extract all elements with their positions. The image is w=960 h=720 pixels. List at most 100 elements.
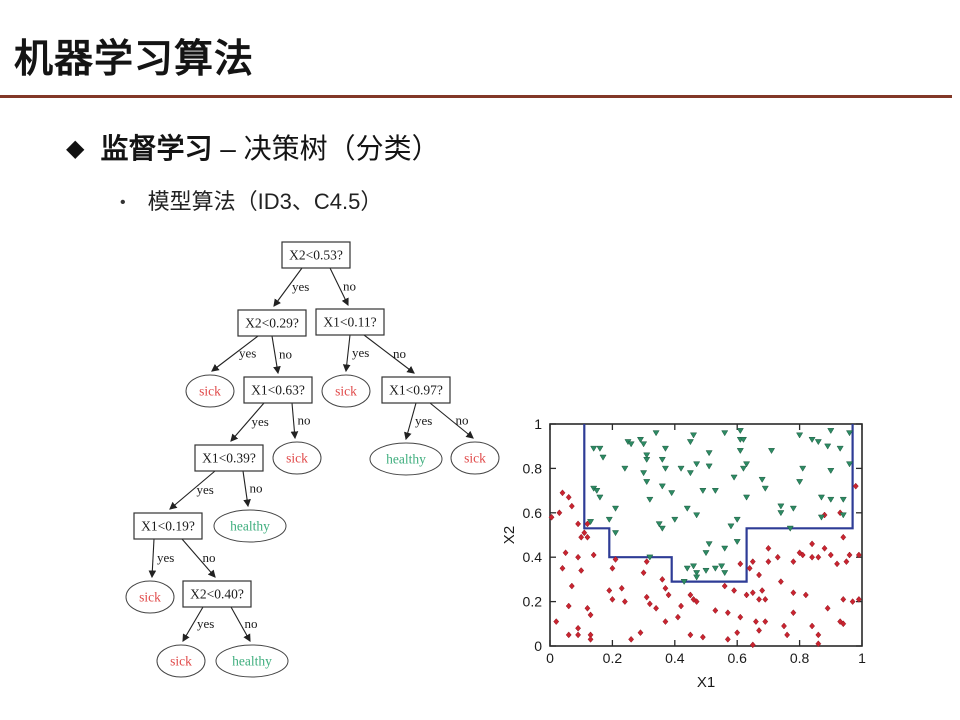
tree-edge [329, 267, 349, 307]
tree-leaf-node [215, 644, 289, 678]
scatter-point-healthy [596, 445, 604, 452]
tree-node-label: X2<0.40? [190, 587, 244, 602]
y-tick-label: 0.8 [523, 460, 543, 476]
scatter-point-sick [565, 631, 572, 639]
tree-edge [169, 470, 216, 510]
scatter-point-sick [815, 640, 822, 648]
scatter-point-sick [756, 627, 762, 634]
scatter-point-sick [565, 602, 572, 610]
scatter-point-sick [724, 635, 731, 643]
tree-edge [342, 334, 351, 373]
scatter-point-sick [796, 549, 803, 557]
tree-leaf-node [125, 580, 175, 614]
scatter-point-healthy [658, 525, 666, 532]
scatter-point-sick [578, 533, 585, 541]
scatter-point-healthy [661, 465, 669, 472]
scatter-point-healthy [739, 465, 747, 472]
tree-leaf-label: healthy [232, 654, 272, 669]
scatter-point-healthy [587, 519, 595, 526]
tree-edge [271, 335, 281, 375]
scatter-point-healthy [721, 430, 729, 437]
tree-decision-node [133, 512, 203, 540]
scatter-point-sick [843, 558, 850, 566]
scatter-point-sick [687, 591, 694, 599]
scatter-point-sick [834, 560, 840, 568]
scatter-point-healthy [693, 574, 701, 581]
scatter-point-sick [712, 607, 719, 614]
scatter-point-healthy [743, 494, 751, 501]
scatter-point-healthy [705, 463, 713, 470]
scatter-point-healthy [590, 445, 598, 452]
scatter-point-sick [752, 618, 759, 625]
scatter-point-sick [737, 560, 744, 568]
scatter-point-sick [618, 584, 625, 592]
scatter-point-healthy [824, 443, 832, 450]
scatter-point-sick [575, 553, 582, 561]
scatter-point-sick [584, 604, 591, 612]
scatter-point-sick [846, 551, 853, 559]
scatter-point-sick [784, 631, 791, 639]
scatter-point-healthy [611, 530, 620, 537]
x-tick-label: 0.8 [790, 650, 810, 666]
scatter-point-sick [606, 587, 613, 594]
tree-leaf-node [321, 374, 371, 408]
scatter-point-sick [737, 613, 744, 621]
scatter-point-sick [548, 513, 555, 521]
scatter-point-sick [855, 551, 862, 559]
bullet-model-algorithms: •模型算法（ID3、C4.5） [120, 184, 382, 216]
x-axis-label: X1 [697, 674, 715, 691]
page-title: 机器学习算法 [14, 38, 255, 81]
scatter-point-sick [849, 598, 856, 605]
tree-edge [363, 334, 415, 374]
scatter-point-sick [674, 613, 681, 621]
scatter-point-sick [840, 595, 847, 603]
scatter-point-healthy [777, 503, 785, 510]
tree-node-label: X1<0.39? [202, 451, 256, 466]
scatter-point-sick [662, 584, 669, 592]
tree-leaf-label: sick [286, 451, 308, 466]
scatter-point-sick [575, 631, 582, 639]
scatter-point-healthy [799, 465, 807, 472]
plot-frame [549, 423, 863, 647]
title-underline [0, 95, 952, 98]
scatter-point-healthy [680, 579, 688, 586]
scatter-point-healthy [689, 563, 698, 570]
scatter-point-healthy [736, 428, 744, 435]
tree-edge-label: yes [252, 414, 269, 429]
scatter-point-sick [659, 576, 666, 583]
scatter-point-healthy [683, 565, 691, 572]
tree-edge [429, 402, 474, 439]
scatter-point-sick [556, 509, 563, 517]
tree-leaf-label: sick [464, 451, 486, 466]
tree-edge [148, 538, 157, 579]
scatter-point-sick [584, 533, 591, 541]
scatter-point-healthy [658, 483, 666, 490]
decision-boundary [583, 424, 854, 583]
scatter-point-sick [855, 595, 862, 603]
scatter-point-healthy [739, 436, 747, 443]
scatter-point-healthy [646, 554, 654, 561]
scatter-point-sick [699, 633, 706, 641]
scatter-point-sick [643, 593, 650, 601]
scatter-point-healthy [640, 441, 648, 448]
scatter-point-healthy [699, 488, 707, 494]
tree-decision-node [281, 241, 351, 269]
scatter-point-healthy [655, 521, 663, 528]
tree-edge [230, 402, 265, 442]
tree-leaf-node [213, 509, 287, 543]
scatter-point-sick [731, 587, 738, 594]
scatter-point-healthy [727, 523, 735, 530]
scatter-point-sick [759, 587, 766, 594]
scatter-point-sick [774, 553, 781, 561]
scatter-point-sick [559, 489, 566, 497]
y-tick-label: 0 [534, 638, 542, 654]
scatter-point-sick [749, 641, 756, 649]
scatter-point-healthy [686, 439, 694, 446]
scatter-point-healthy [845, 430, 854, 437]
tree-node-label: X2<0.53? [289, 248, 343, 263]
scatter-point-healthy [721, 570, 729, 577]
scatter-point-sick [821, 544, 828, 552]
tree-leaf-node [450, 441, 500, 475]
tree-decision-node [237, 309, 307, 337]
